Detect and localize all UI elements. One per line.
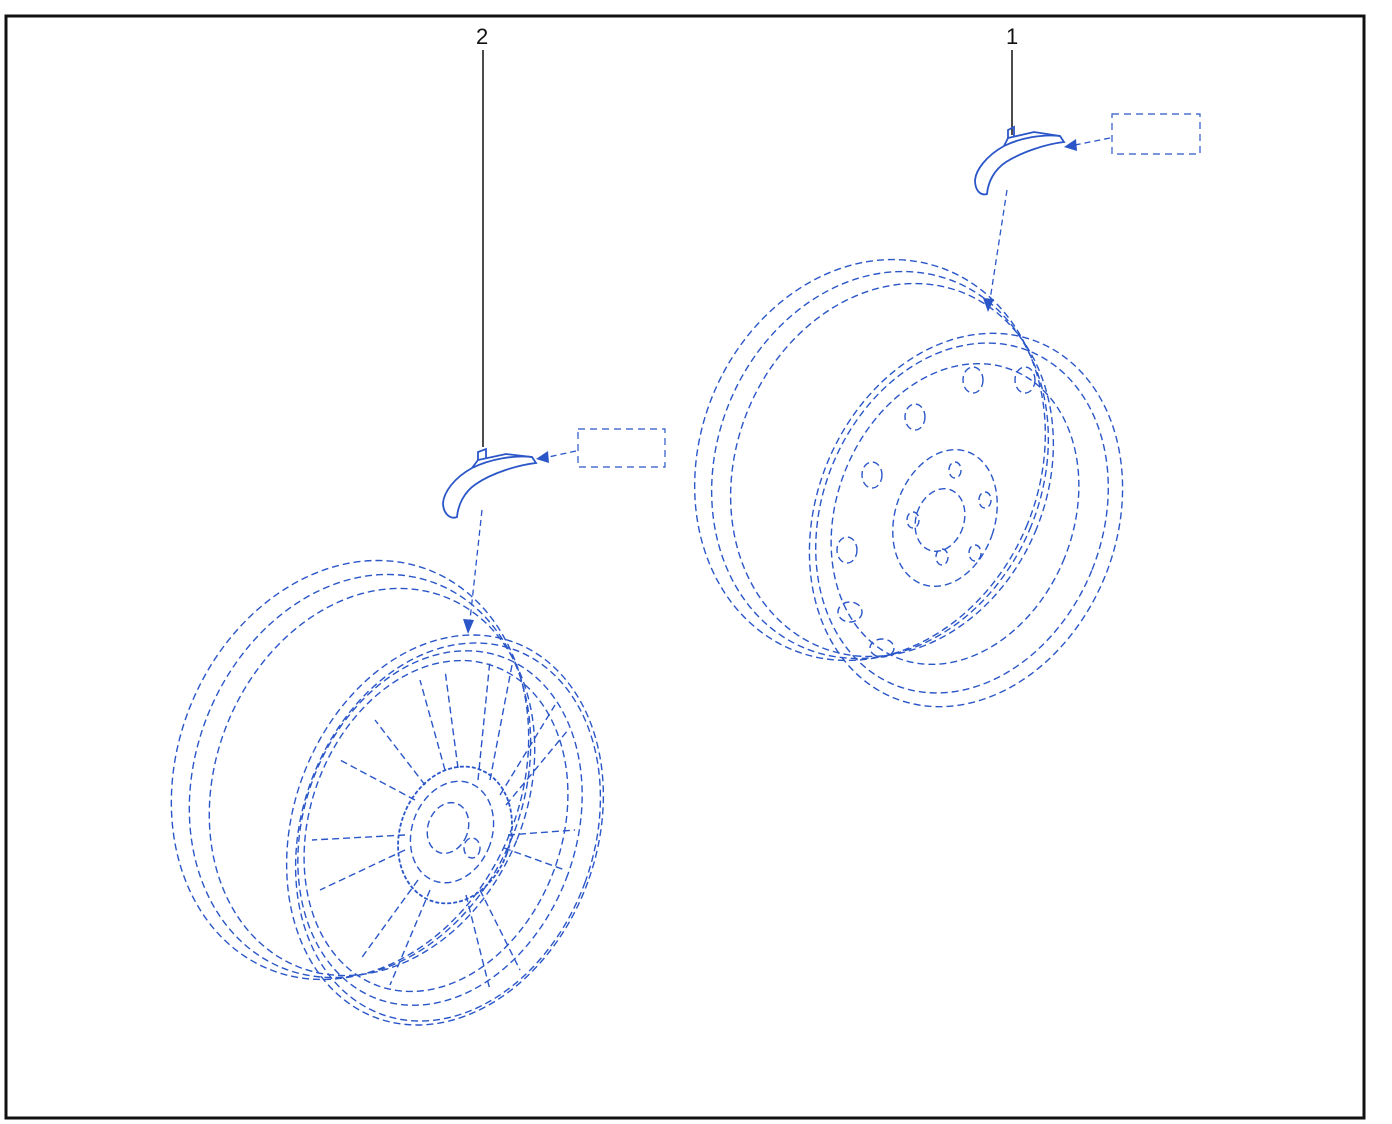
wheel-weight-2 [442, 447, 538, 519]
alloy-wheel-rim [285, 634, 605, 1026]
steel-wheel [693, 258, 1124, 708]
callout-2-group: 2 [476, 24, 488, 447]
callout-2-label: 2 [476, 24, 488, 49]
steel-wheel-tire [693, 258, 1055, 662]
callout-1-group: 1 [1006, 24, 1018, 135]
wheel-weight-1 [974, 125, 1066, 196]
alloy-wheel-hub [397, 765, 513, 905]
insert-arrow-1 [1064, 137, 1111, 151]
alloy-wheel [170, 559, 605, 1026]
alloy-wheel-spokes [311, 659, 576, 991]
placeholder-box-1 [1111, 113, 1201, 155]
steel-wheel-vent-holes [836, 366, 1036, 658]
insert-arrow-2 [536, 450, 577, 463]
steel-wheel-rim [808, 332, 1124, 708]
placeholder-box-2 [577, 428, 666, 468]
install-guide-1 [983, 189, 1008, 312]
callout-1-label: 1 [1006, 24, 1018, 49]
diagram-frame [4, 14, 1366, 1120]
steel-wheel-hub [892, 448, 998, 588]
install-guide-2 [463, 509, 483, 634]
